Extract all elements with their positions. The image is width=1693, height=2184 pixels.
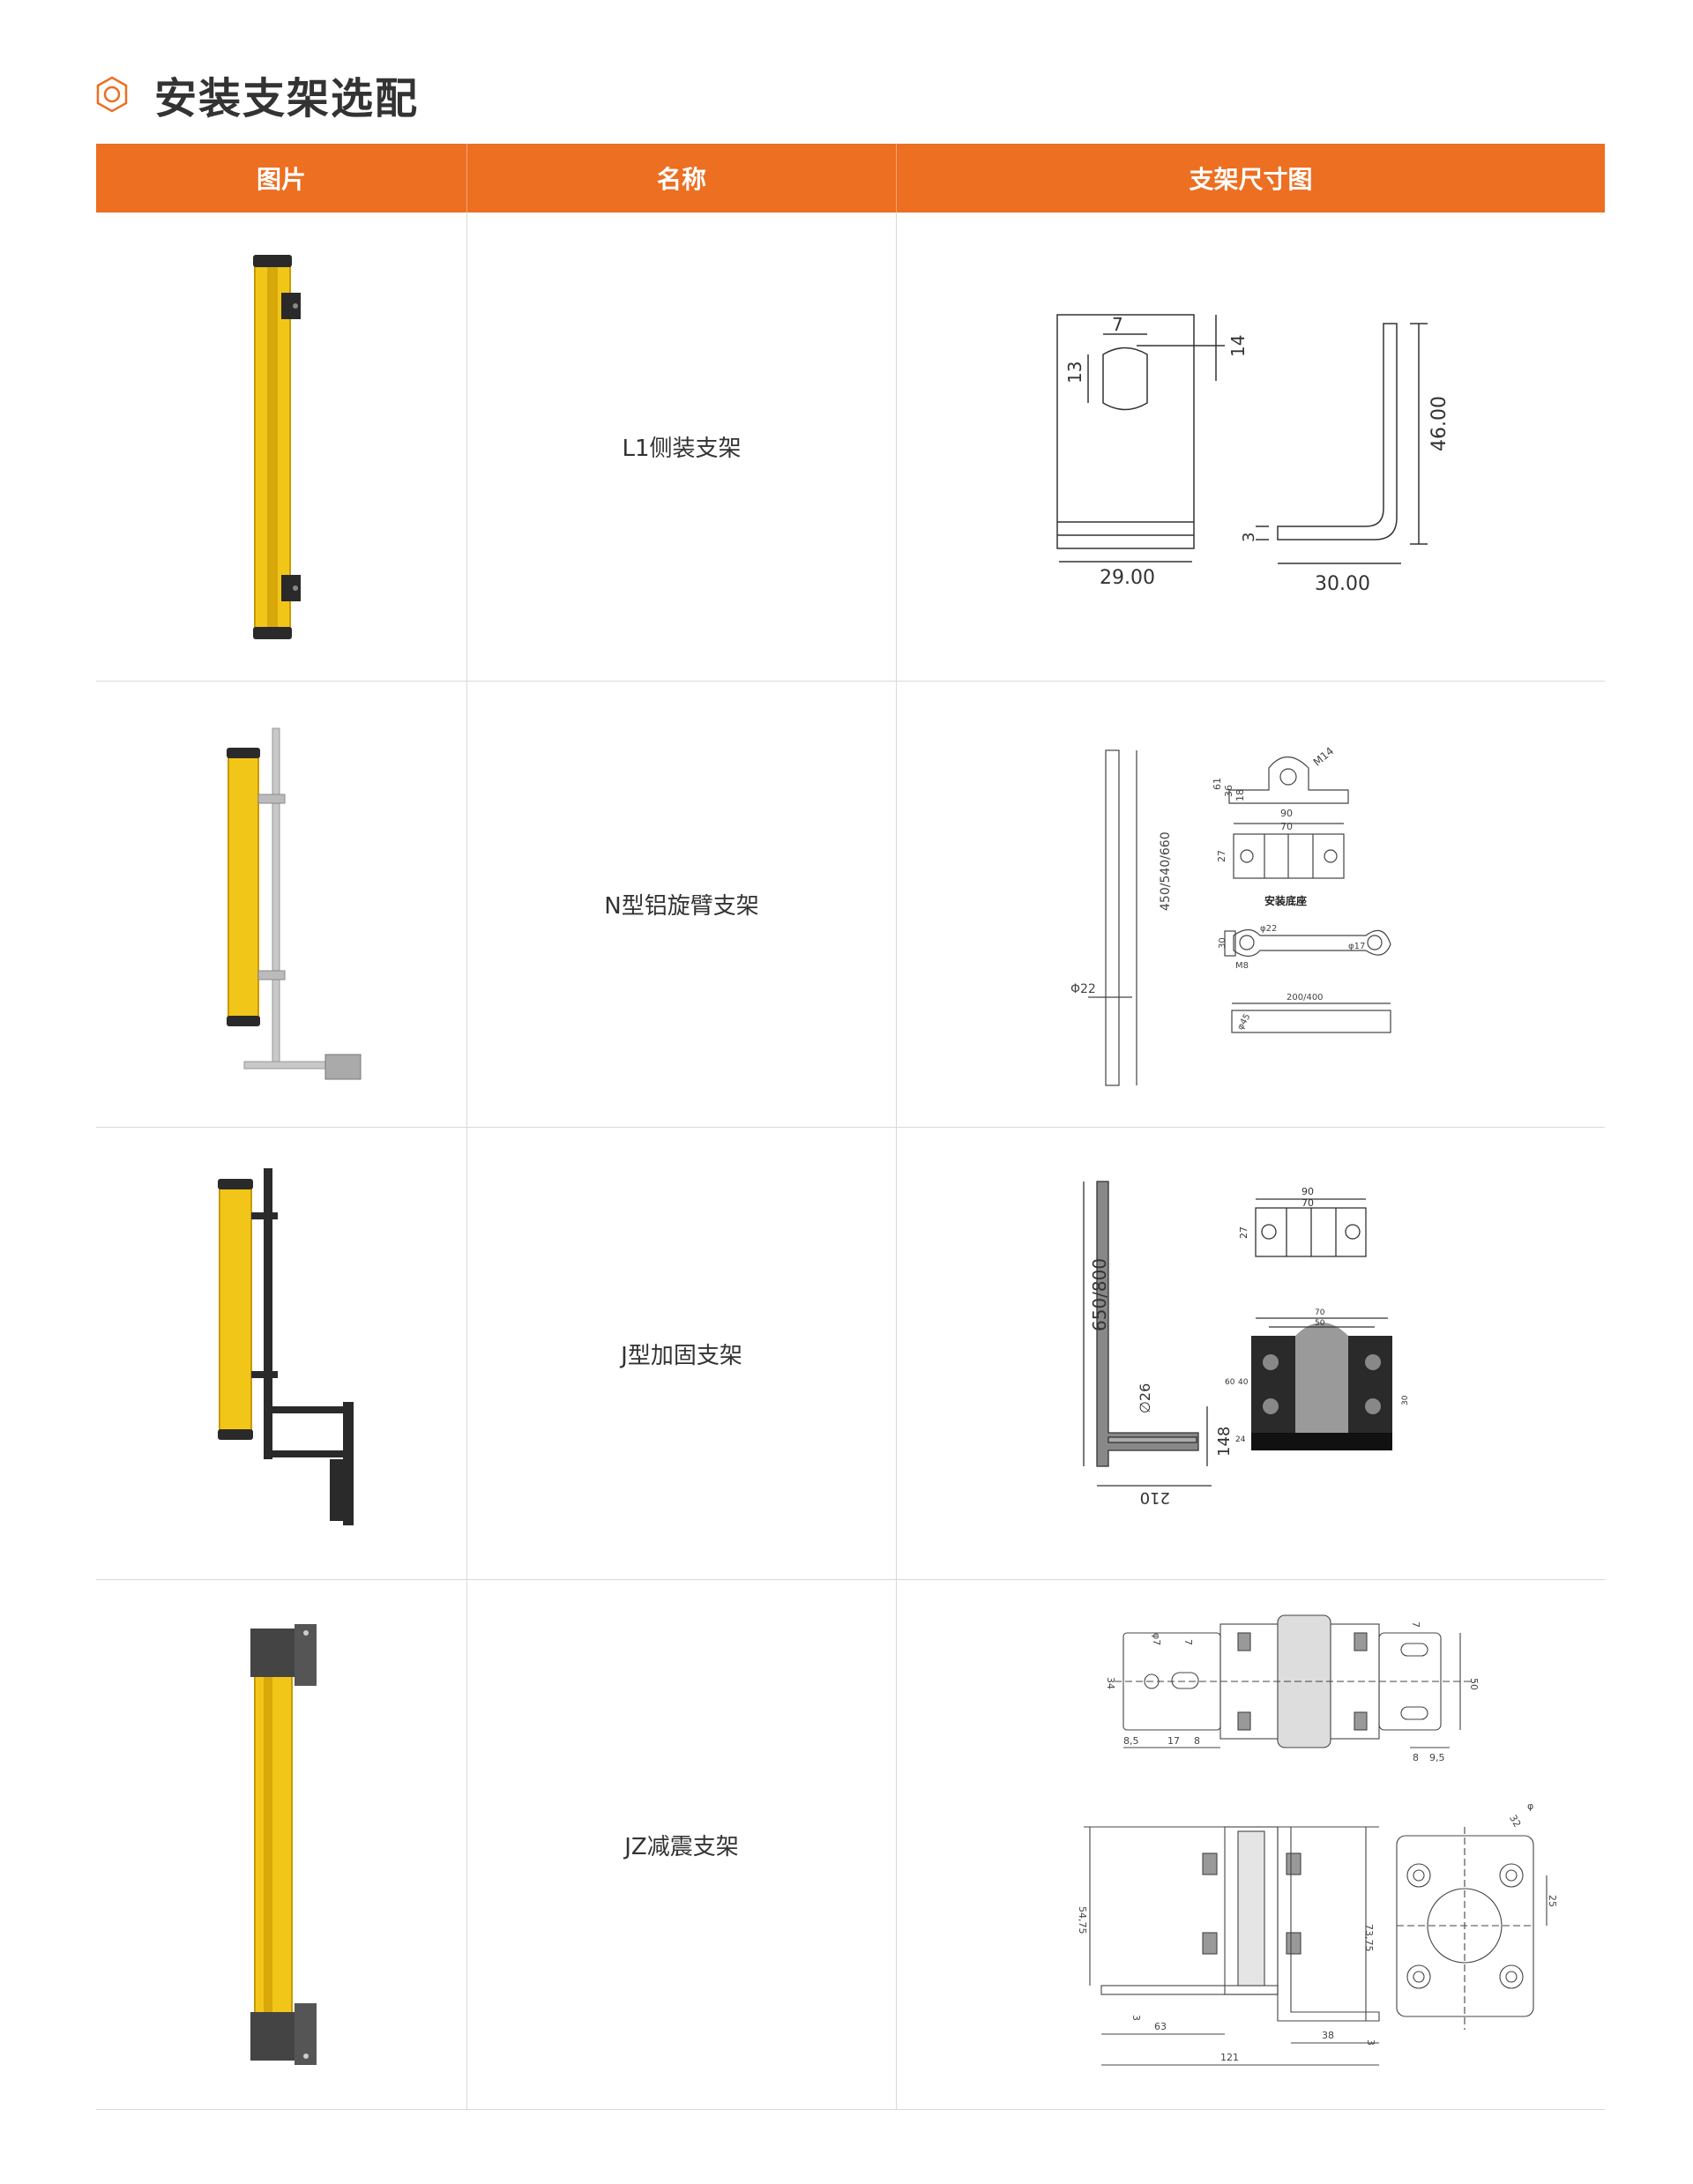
dim-label: 8,5: [1123, 1735, 1139, 1747]
dim-label: 30.00: [1315, 573, 1370, 595]
dim-label: 200/400: [1287, 993, 1324, 1003]
bracket-name: N型铝旋臂支架: [604, 893, 759, 920]
dim-label: 7: [1410, 1621, 1421, 1628]
dim-label: 70: [1280, 821, 1293, 832]
header-name: 名称: [467, 144, 897, 212]
dim-label: 17: [1167, 1735, 1180, 1747]
product-image: [96, 212, 467, 681]
table-row: L1侧装支架 7 13 14 29.00: [96, 212, 1605, 682]
dim-label: 148: [1215, 1427, 1234, 1457]
dim-label: 24: [1235, 1435, 1246, 1444]
l1-dimension-drawing: 7 13 14 29.00 46.00 3 30.00: [1055, 314, 1451, 595]
dim-label: 27: [1216, 850, 1227, 862]
dim-label: 14: [1227, 334, 1249, 356]
page-title: 安装支架选配: [154, 74, 420, 123]
dim-label: Φ22: [1070, 982, 1096, 996]
light-curtain-l1-image: [253, 254, 301, 639]
product-image: [96, 1128, 467, 1579]
dim-label: 30: [1401, 1395, 1410, 1405]
dimension-drawing: 450/540/660 Φ22 M14 61 36 18 90 70 27 安装…: [897, 682, 1605, 1127]
dim-label: 3: [1240, 532, 1258, 541]
dim-label: φ7: [1151, 1633, 1162, 1645]
jz-dimension-drawing: φ7 7 7 34 50 8,5 17 8 8 9,5: [1077, 1614, 1558, 2066]
section-header: 安装支架选配: [93, 63, 419, 125]
header-drawing: 支架尺寸图: [1189, 165, 1313, 194]
dimension-drawing: φ7 7 7 34 50 8,5 17 8 8 9,5: [897, 1580, 1605, 2109]
dim-label: 36: [1223, 785, 1234, 797]
light-curtain-n-image: [227, 727, 362, 1079]
dim-label: 30: [1218, 937, 1227, 949]
dim-label: 40: [1238, 1378, 1249, 1387]
dim-label: 安装底座: [1264, 894, 1307, 907]
table-row: J型加固支架 650/800 ∅26 148 210 90 70 27: [96, 1128, 1605, 1580]
product-image: [96, 1580, 467, 2109]
product-image: [96, 682, 467, 1127]
light-curtain-j-image: [218, 1168, 354, 1525]
dim-label: 13: [1064, 361, 1085, 383]
bracket-name: J型加固支架: [621, 1342, 742, 1369]
dim-label: 9,5: [1429, 1752, 1445, 1763]
dim-label: 29.00: [1100, 567, 1155, 589]
dim-label: 450/540/660: [1159, 831, 1173, 911]
dim-label: φ17: [1348, 942, 1365, 951]
dimension-drawing: 650/800 ∅26 148 210 90 70 27: [897, 1128, 1605, 1579]
dim-label: 70: [1315, 1308, 1325, 1317]
dim-label: 50: [1315, 1319, 1325, 1328]
dim-label: 3: [1365, 2039, 1376, 2046]
dimension-drawing: 7 13 14 29.00 46.00 3 30.00: [897, 212, 1605, 681]
bracket-name: JZ减震支架: [624, 1833, 739, 1860]
dim-label: 25: [1547, 1895, 1558, 1907]
dim-label: 650/800: [1089, 1258, 1110, 1331]
dim-label: 7: [1182, 1639, 1194, 1645]
dim-label: φ22: [1260, 924, 1277, 934]
dim-label: 8: [1413, 1752, 1419, 1763]
dim-label: 27: [1238, 1226, 1249, 1239]
dim-label: M8: [1235, 961, 1249, 971]
dim-label: 63: [1154, 2021, 1167, 2032]
dim-label: 32: [1507, 1813, 1523, 1830]
dim-label: 7: [1112, 314, 1123, 335]
dim-label: 210: [1139, 1488, 1169, 1507]
header-image: 图片: [96, 144, 467, 212]
bracket-table: 图片 名称 支架尺寸图 L1侧装支架: [96, 144, 1605, 2110]
dim-label: 54,75: [1077, 1906, 1088, 1934]
j-dimension-drawing: 650/800 ∅26 148 210 90 70 27: [1082, 1181, 1410, 1507]
dim-label: 34: [1105, 1677, 1116, 1689]
dim-label: 8: [1194, 1735, 1200, 1747]
dim-label: 73,75: [1363, 1924, 1375, 1952]
dim-label: 46.00: [1428, 396, 1451, 451]
n-dimension-drawing: 450/540/660 Φ22 M14 61 36 18 90 70 27 安装…: [1070, 744, 1391, 1086]
dim-label: 90: [1280, 808, 1293, 819]
dim-label: 90: [1301, 1186, 1314, 1197]
table-row: N型铝旋臂支架 450/540/660 Φ22 M14 61 36 18: [96, 682, 1605, 1128]
dim-label: M14: [1310, 744, 1336, 768]
dim-label: 61: [1212, 778, 1223, 790]
dim-label: 50: [1468, 1678, 1480, 1690]
dim-label: 121: [1220, 2052, 1239, 2063]
dim-label: 60: [1225, 1378, 1235, 1387]
dim-label: 70: [1301, 1197, 1314, 1209]
dim-label: 18: [1234, 789, 1246, 801]
dim-label: φ: [1527, 1800, 1533, 1812]
light-curtain-jz-image: [250, 1624, 317, 2065]
dim-label: φ45: [1235, 1011, 1252, 1031]
bracket-name: L1侧装支架: [622, 436, 742, 462]
dim-label: ∅26: [1137, 1383, 1153, 1413]
table-row: JZ减震支架 φ7 7 7 34 50: [96, 1580, 1605, 2110]
table-header: 图片 名称 支架尺寸图: [96, 144, 1605, 212]
dim-label: 3: [1130, 2015, 1142, 2021]
hexagon-ring-icon: [96, 76, 128, 113]
dim-label: 38: [1322, 2030, 1334, 2041]
